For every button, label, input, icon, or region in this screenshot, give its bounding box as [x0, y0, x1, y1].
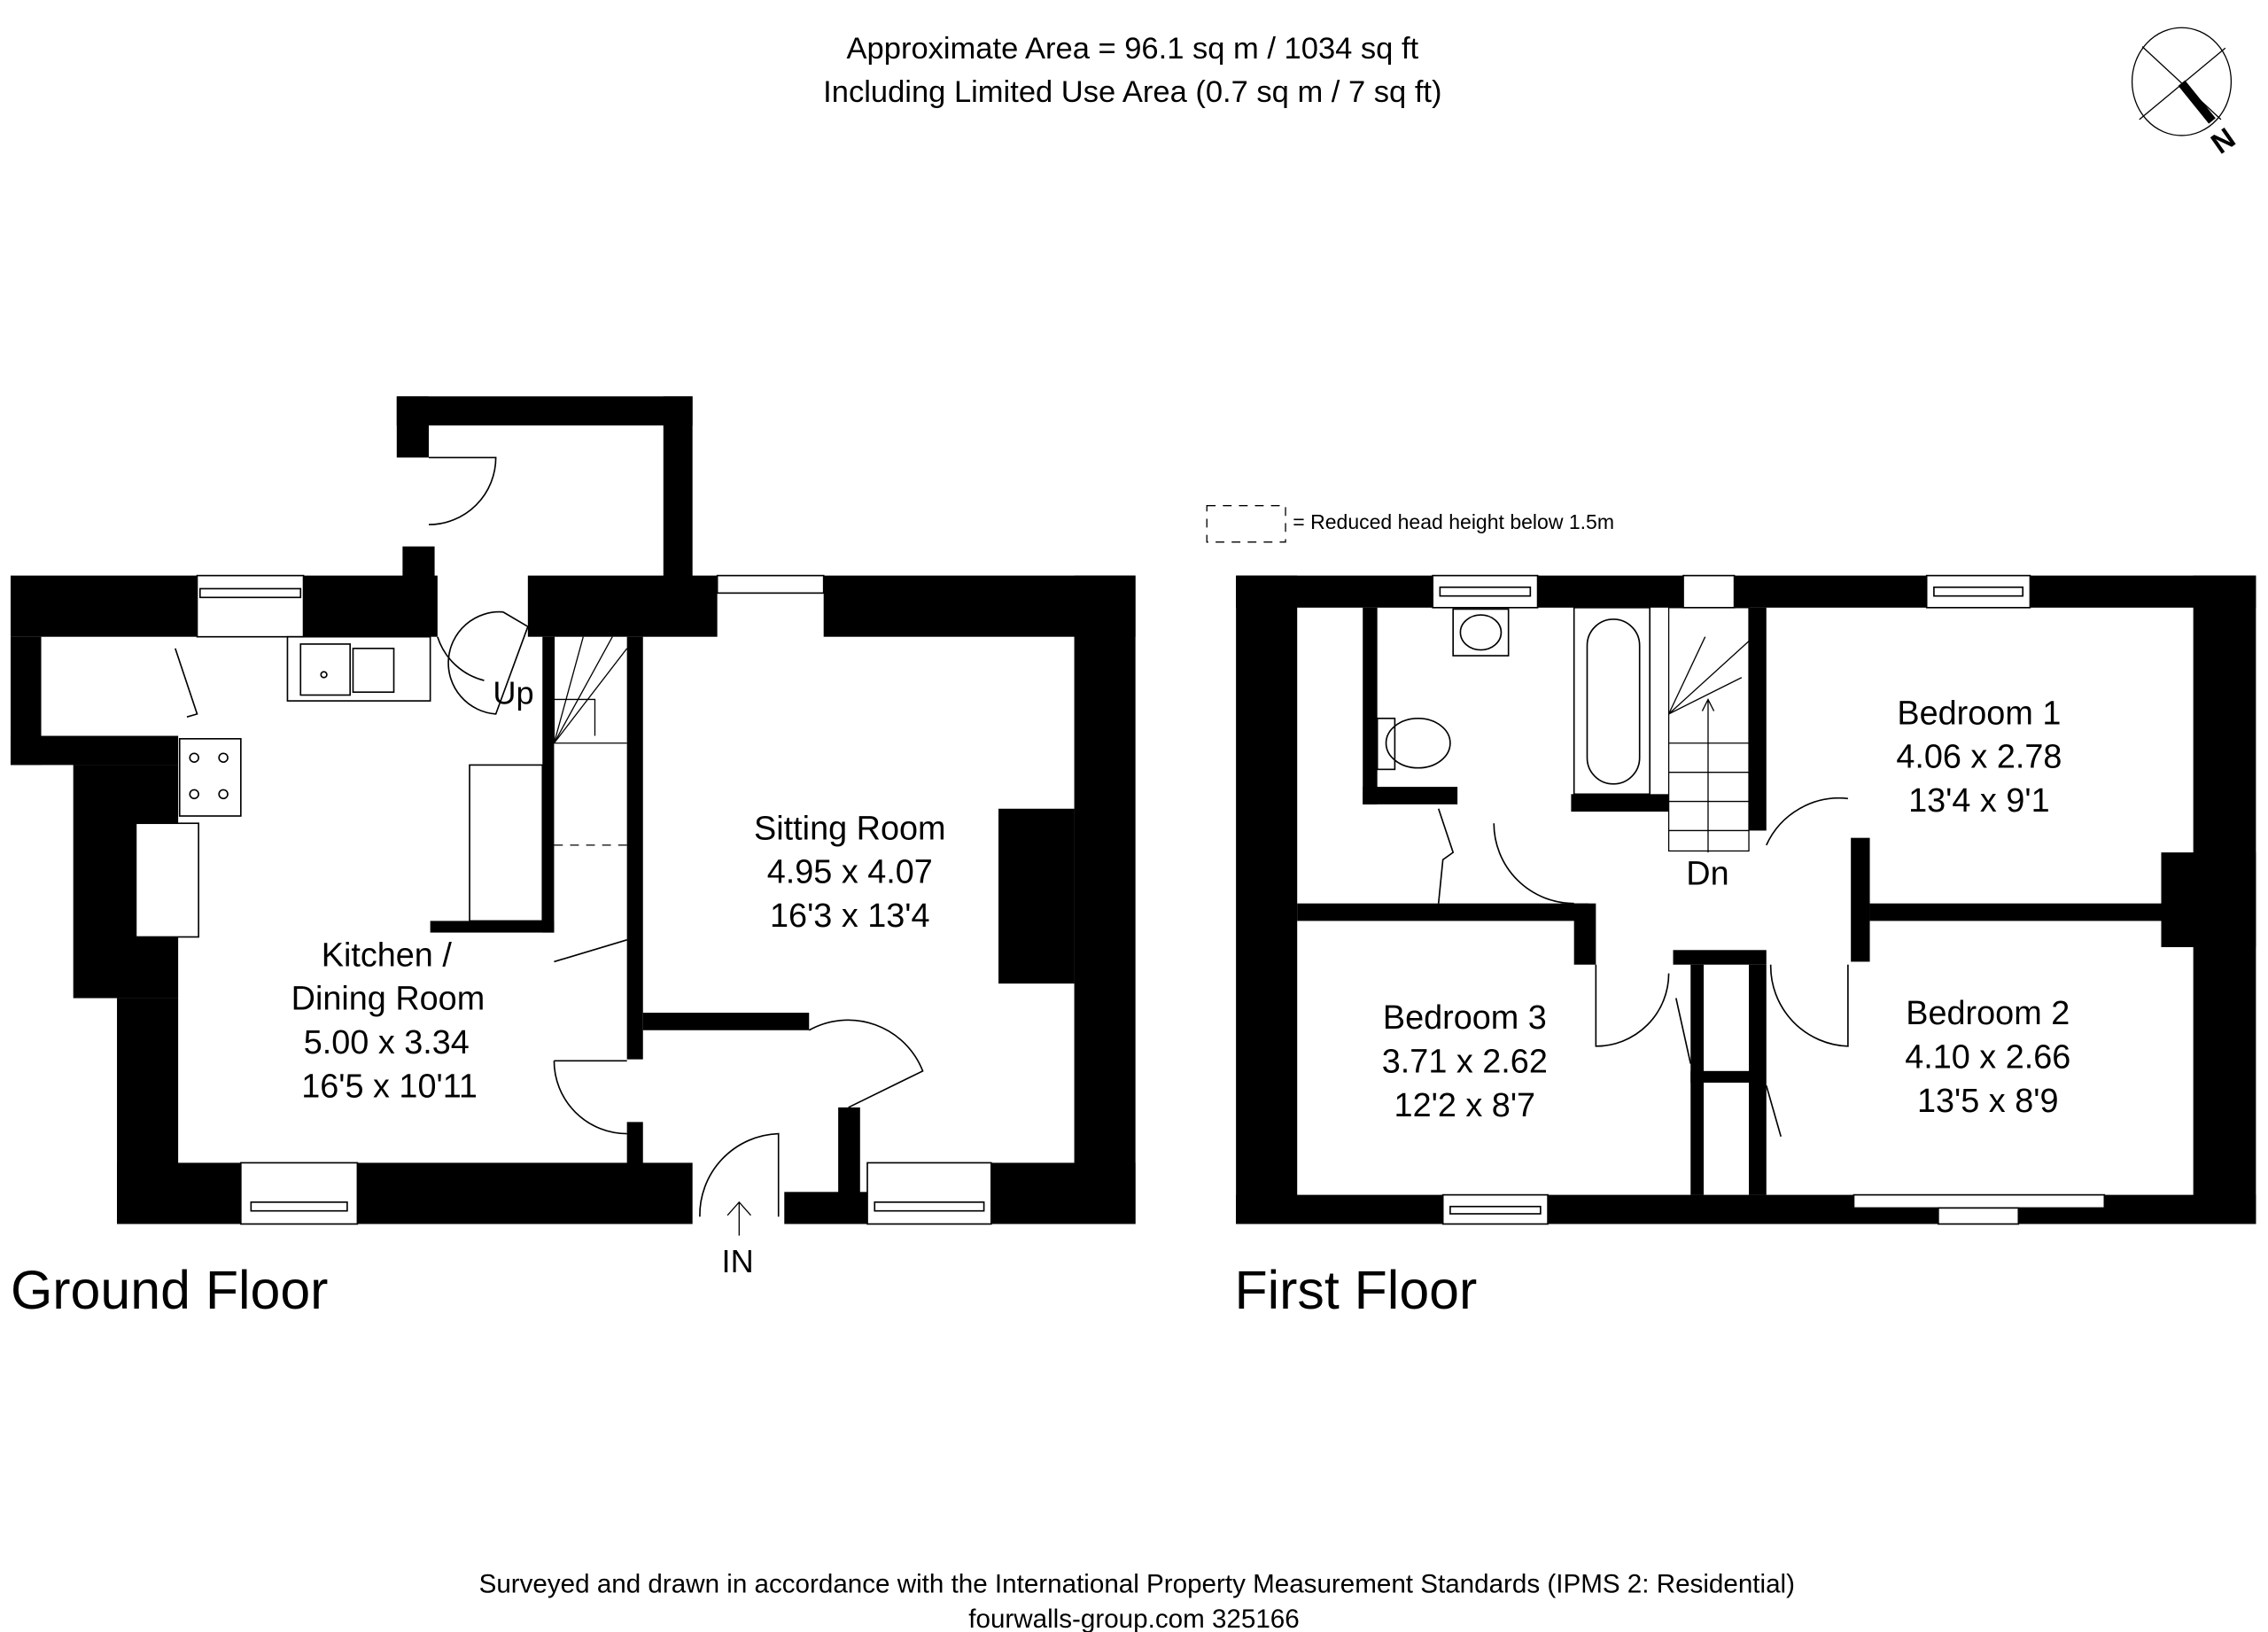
ground-floor-stairs: Up — [493, 636, 628, 744]
basin-icon — [1452, 608, 1510, 657]
toilet-icon — [1376, 717, 1451, 771]
reference-text: fourwalls-group.com 325166 — [968, 1605, 1299, 1632]
svg-text:Bedroom 2: Bedroom 2 — [1906, 995, 2070, 1032]
svg-text:16'5 x 10'11: 16'5 x 10'11 — [301, 1068, 478, 1105]
svg-text:Bedroom 1: Bedroom 1 — [1897, 695, 2061, 732]
svg-text:Sitting Room: Sitting Room — [754, 810, 945, 847]
stairs-down-label: Dn — [1686, 855, 1728, 892]
limited-use-text: Including Limited Use Area (0.7 sq m / 7… — [823, 75, 1441, 109]
room-label-bedroom-1: Bedroom 1 4.06 x 2.78 13'4 x 9'1 — [1896, 695, 2062, 820]
north-label: N — [2205, 121, 2241, 160]
bath-icon — [1573, 606, 1651, 796]
room-label-sitting-room: Sitting Room 4.95 x 4.07 16'3 x 13'4 — [754, 810, 945, 935]
svg-text:4.06 x 2.78: 4.06 x 2.78 — [1896, 739, 2062, 776]
first-floor-title: First Floor — [1234, 1260, 1477, 1320]
entrance-arrow-icon — [726, 1201, 751, 1236]
room-label-bedroom-3: Bedroom 3 3.71 x 2.62 12'2 x 8'7 — [1382, 999, 1548, 1124]
svg-text:13'5 x 8'9: 13'5 x 8'9 — [1917, 1083, 2059, 1120]
svg-text:12'2 x 8'7: 12'2 x 8'7 — [1394, 1087, 1536, 1124]
standards-text: Surveyed and drawn in accordance with th… — [479, 1570, 1795, 1599]
svg-text:16'3 x 13'4: 16'3 x 13'4 — [770, 898, 930, 935]
room-label-bedroom-2: Bedroom 2 4.10 x 2.66 13'5 x 8'9 — [1905, 995, 2070, 1120]
sink-icon — [286, 635, 431, 702]
svg-text:4.95 x 4.07: 4.95 x 4.07 — [767, 854, 933, 891]
legend-text: = Reduced head height below 1.5m — [1293, 510, 1614, 533]
legend: = Reduced head height below 1.5m — [1206, 505, 1614, 543]
area-text: Approximate Area = 96.1 sq m / 1034 sq f… — [847, 32, 1419, 66]
svg-text:13'4 x 9'1: 13'4 x 9'1 — [1908, 782, 2050, 820]
svg-text:Dining Room: Dining Room — [291, 981, 485, 1018]
north-arrow-icon: N — [2131, 27, 2241, 160]
svg-text:5.00 x 3.34: 5.00 x 3.34 — [304, 1024, 470, 1061]
svg-text:4.10 x 2.66: 4.10 x 2.66 — [1905, 1039, 2070, 1076]
first-floor-plan: = Reduced head height below 1.5m — [1206, 505, 2256, 1320]
ground-floor-plan: Up IN Kitchen / Dining Room 5.00 x 3.34 — [11, 396, 1136, 1320]
first-floor-stairs: Dn — [1667, 607, 1750, 892]
room-label-kitchen-dining: Kitchen / Dining Room 5.00 x 3.34 16'5 x… — [291, 936, 485, 1105]
svg-text:Bedroom 3: Bedroom 3 — [1383, 999, 1547, 1037]
svg-text:3.71 x 2.62: 3.71 x 2.62 — [1382, 1043, 1548, 1080]
svg-text:Kitchen /: Kitchen / — [322, 936, 453, 974]
ground-floor-title: Ground Floor — [11, 1260, 328, 1320]
hob-icon — [178, 738, 242, 817]
entrance-label: IN — [722, 1243, 754, 1279]
